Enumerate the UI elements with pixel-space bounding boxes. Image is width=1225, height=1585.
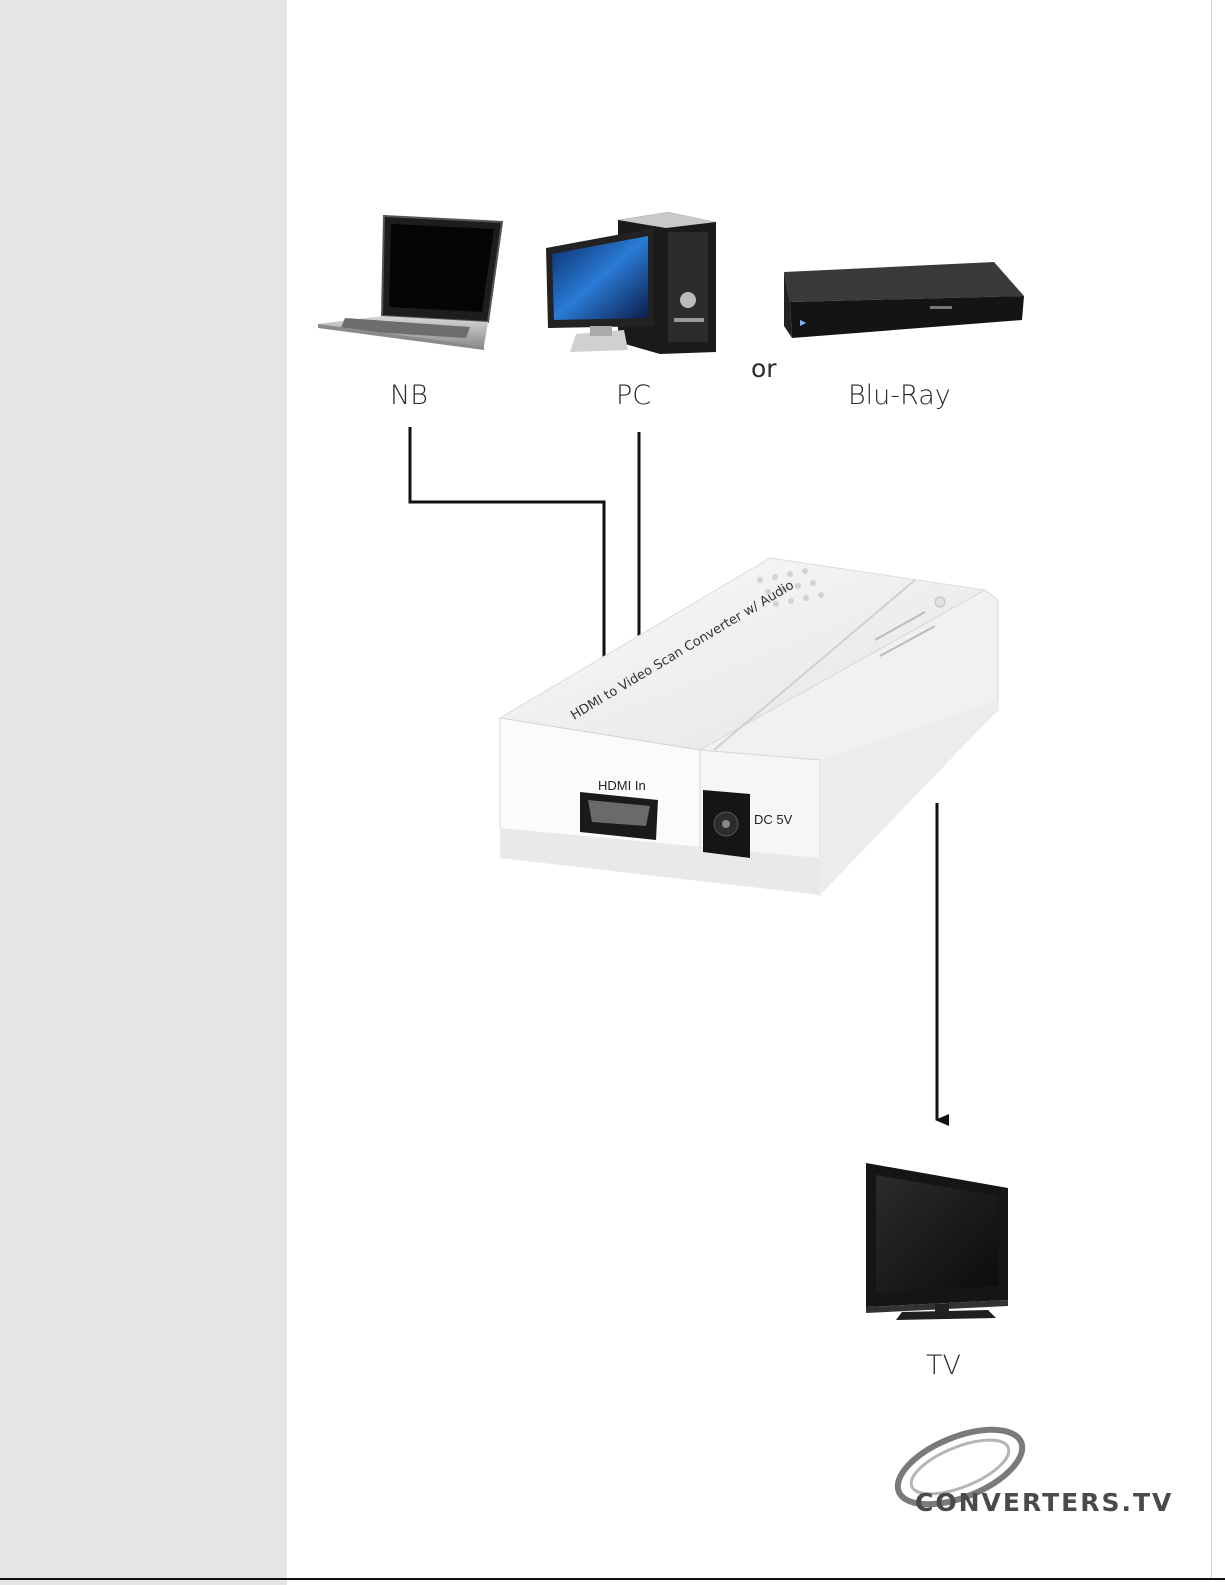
bluray-label: Blu-Ray [848,380,951,411]
svg-text:▶: ▶ [800,318,807,327]
or-text: or [751,354,777,383]
laptop-icon [318,216,502,350]
tv-label: TV [926,1350,961,1381]
pc-label: PC [616,380,651,411]
hdmi-in-label: HDMI In [598,778,646,793]
bluray-player-icon: ▶ [784,262,1024,338]
tv-icon [866,1163,1008,1320]
dc-5v-label: DC 5V [754,812,792,827]
nb-label: NB [390,380,428,411]
bottom-rule [0,1578,1225,1580]
converters-tv-logo-text: CONVERTERS.TV [915,1488,1173,1517]
desktop-pc-icon [546,212,716,354]
